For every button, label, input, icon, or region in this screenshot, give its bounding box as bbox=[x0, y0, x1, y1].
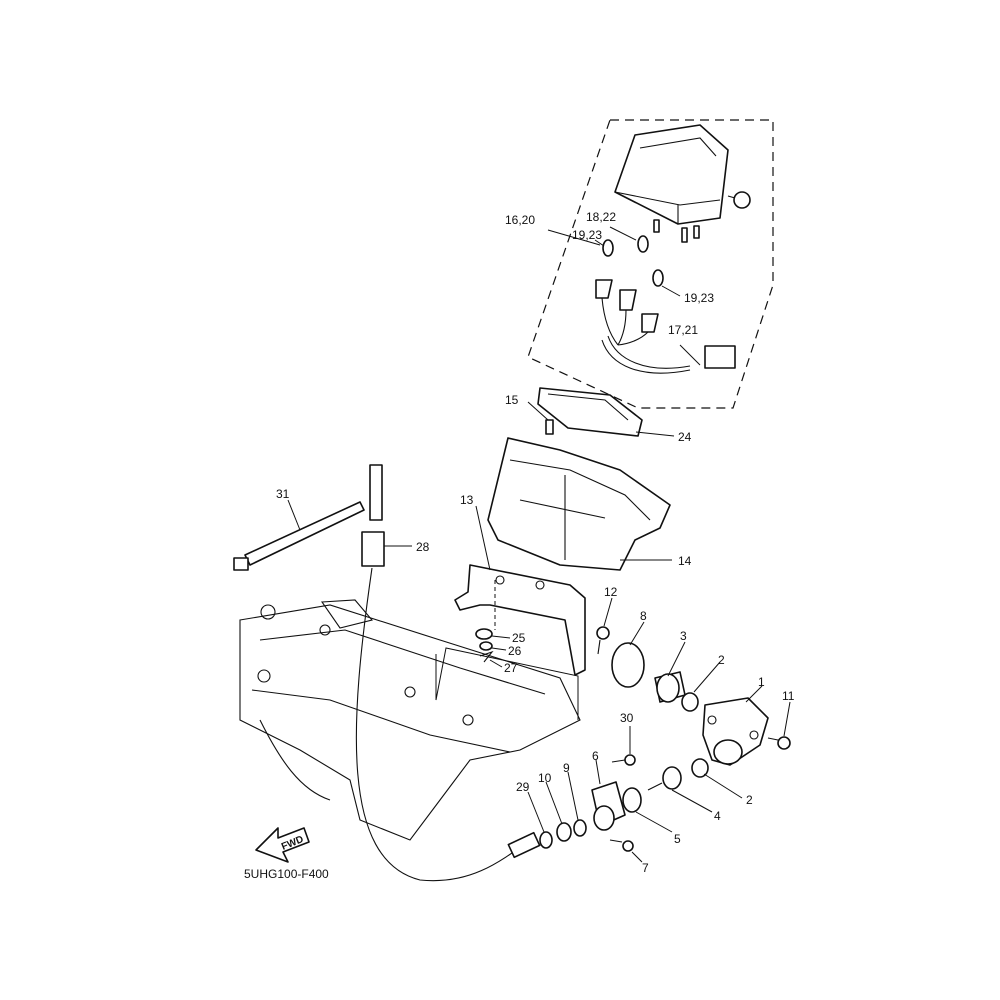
bolt-11 bbox=[767, 736, 791, 750]
cable-tie bbox=[233, 501, 365, 571]
callout-18-22: 18,22 bbox=[586, 210, 616, 224]
callout-16-20: 16,20 bbox=[505, 213, 535, 227]
driven-gear-4 bbox=[647, 766, 682, 791]
o-ring-29 bbox=[539, 831, 553, 849]
callout-3: 3 bbox=[680, 629, 687, 643]
callout-10: 10 bbox=[538, 771, 552, 785]
callout-14: 14 bbox=[678, 554, 692, 568]
callout-5: 5 bbox=[674, 832, 681, 846]
grommet bbox=[475, 628, 493, 640]
seal-10 bbox=[556, 822, 572, 842]
callout-19-23-right: 19,23 bbox=[684, 291, 714, 305]
bushing-2b bbox=[691, 758, 709, 778]
o-ring-8 bbox=[611, 642, 645, 688]
callout-6: 6 bbox=[592, 749, 599, 763]
callout-26: 26 bbox=[508, 644, 522, 658]
bushing-2a bbox=[681, 692, 699, 712]
sleeve-6 bbox=[591, 781, 626, 831]
callout-11: 11 bbox=[782, 689, 795, 703]
o-ring-5 bbox=[622, 787, 642, 813]
meter-bracket bbox=[454, 564, 586, 676]
speedometer-gear-unit bbox=[539, 642, 791, 852]
callout-25: 25 bbox=[512, 631, 526, 645]
callout-9: 9 bbox=[563, 761, 570, 775]
callout-2-bottom: 2 bbox=[746, 793, 753, 807]
drive-gear-3 bbox=[654, 671, 686, 703]
meter-case bbox=[487, 419, 671, 571]
clip bbox=[479, 650, 494, 663]
callout-27: 27 bbox=[504, 661, 518, 675]
leader-lines bbox=[287, 226, 791, 863]
callout-13: 13 bbox=[460, 493, 474, 507]
meter-unit bbox=[614, 124, 751, 243]
screw-7 bbox=[609, 839, 634, 852]
meter-cover bbox=[537, 387, 643, 437]
callout-19-23-left: 19,23 bbox=[572, 228, 602, 242]
diagram-code: 5UHG100-F400 bbox=[244, 867, 329, 881]
callout-labels: 1 2 2 3 4 5 6 7 8 9 10 11 12 13 14 15 16… bbox=[276, 210, 795, 875]
callout-29: 29 bbox=[516, 780, 530, 794]
callout-24: 24 bbox=[678, 430, 692, 444]
callout-15: 15 bbox=[505, 393, 519, 407]
callout-28: 28 bbox=[416, 540, 430, 554]
callout-7: 7 bbox=[642, 861, 649, 875]
callout-4: 4 bbox=[714, 809, 721, 823]
callout-12: 12 bbox=[604, 585, 618, 599]
screw-30 bbox=[611, 754, 636, 766]
callout-17-21: 17,21 bbox=[668, 323, 698, 337]
fwd-arrow-icon: FWD bbox=[255, 827, 310, 863]
callout-1: 1 bbox=[758, 675, 765, 689]
gear-housing-1 bbox=[702, 697, 769, 766]
callout-8: 8 bbox=[640, 609, 647, 623]
frame-outline bbox=[239, 599, 581, 841]
callout-2-top: 2 bbox=[718, 653, 725, 667]
speedometer-cable bbox=[355, 464, 541, 882]
washer-9 bbox=[573, 819, 587, 837]
callout-30: 30 bbox=[620, 711, 634, 725]
collar bbox=[479, 641, 493, 651]
bolt-12 bbox=[596, 626, 610, 655]
callout-31: 31 bbox=[276, 487, 290, 501]
bulbs-and-sockets bbox=[595, 235, 736, 374]
meter-assembly-boundary bbox=[527, 119, 774, 409]
